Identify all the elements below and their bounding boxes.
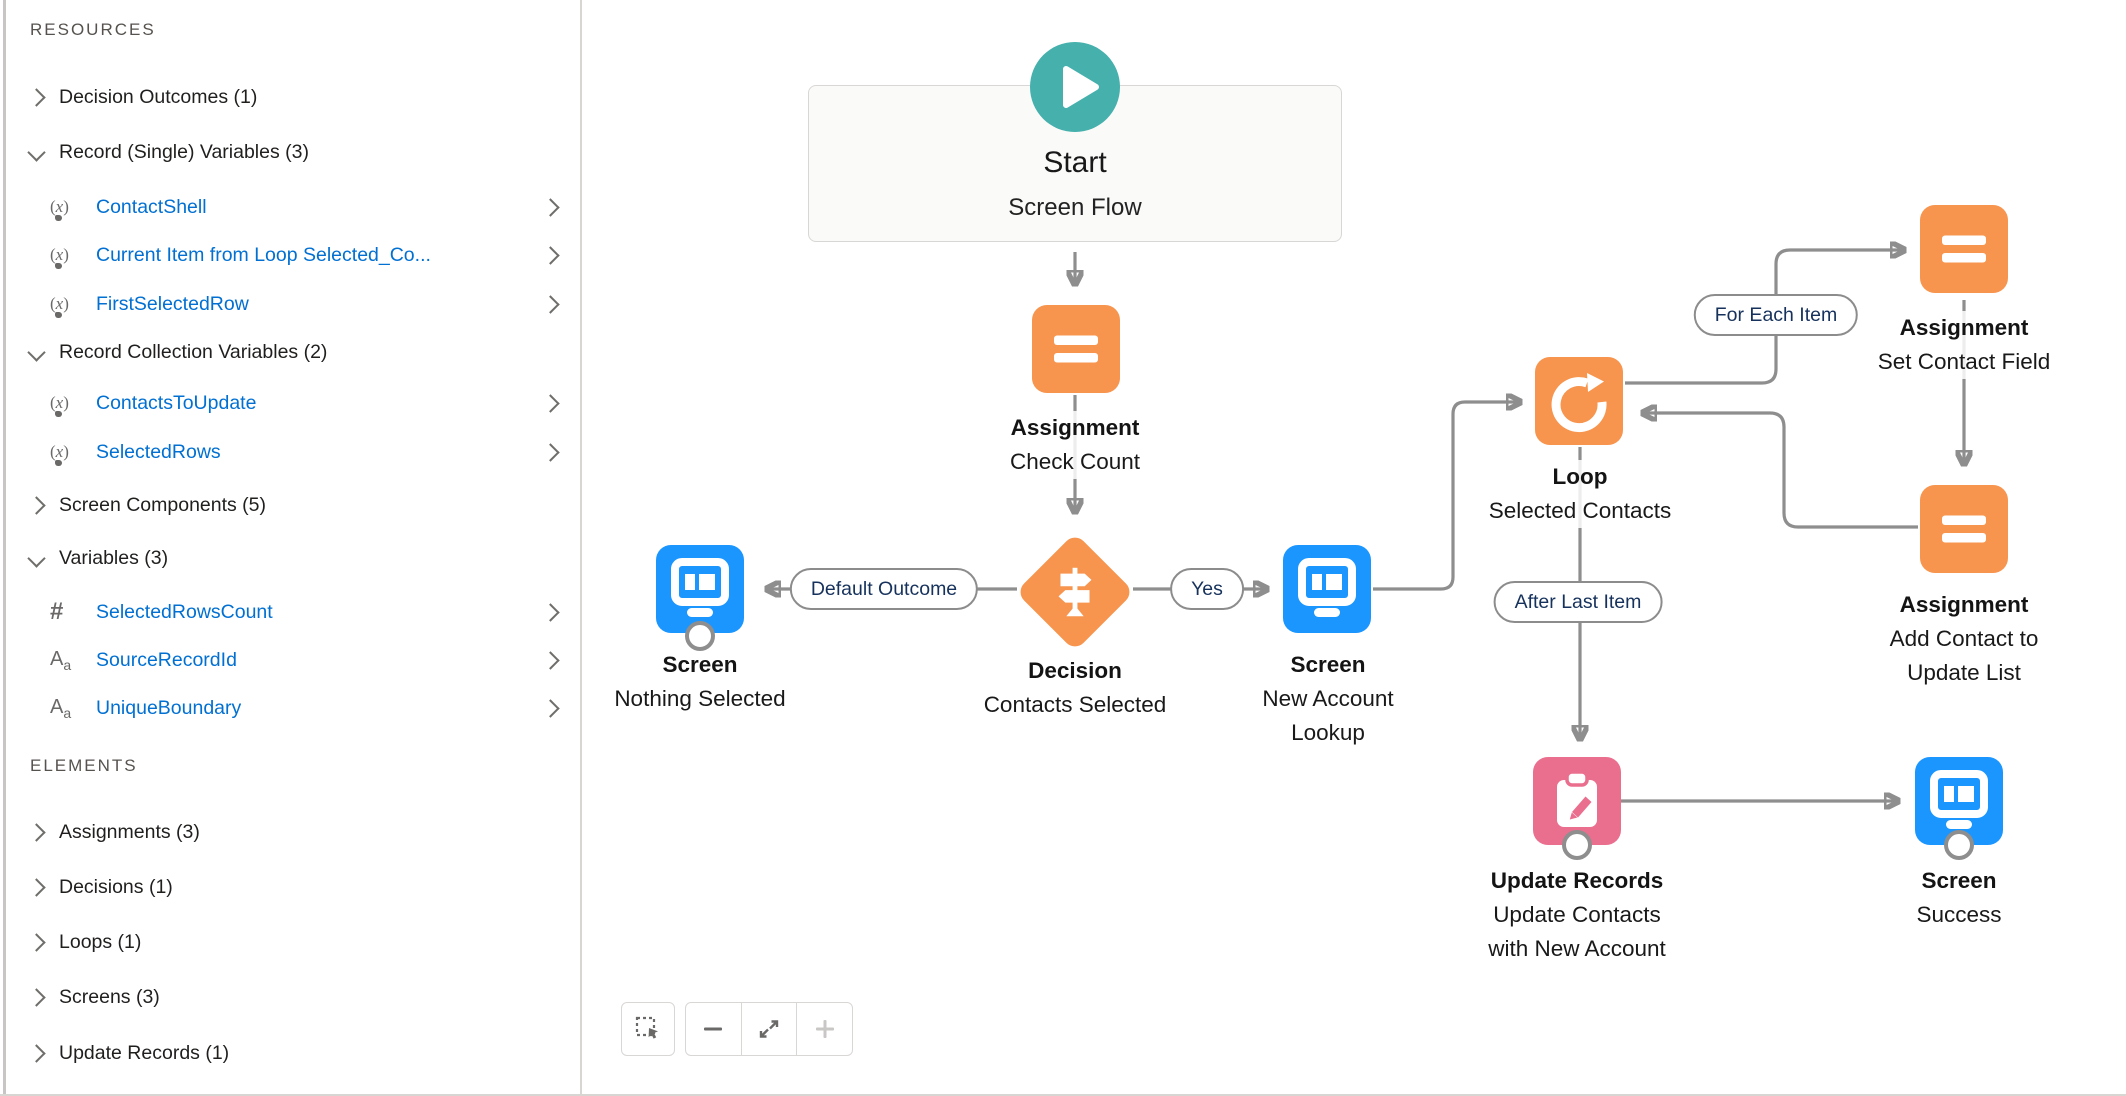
connector-end-circle[interactable] [1562,830,1592,860]
sidebar-item-contactshell[interactable]: (x) ContactShell [0,190,626,224]
node-label-nothing-selected: Screen Nothing Selected [591,648,809,716]
sidebar-group-loops[interactable]: Loops (1) [0,925,606,959]
node-screen-nothing-selected[interactable] [656,545,744,633]
connector-end-circle[interactable] [1944,830,1974,860]
node-label-check-count: Assignment Check Count [981,411,1169,479]
chevron-down-icon[interactable] [27,548,46,568]
sidebar-group-decisions[interactable]: Decisions (1) [0,870,606,904]
resources-header: RESOURCES [30,20,156,39]
plus-icon [815,1020,834,1038]
chevron-right-icon[interactable] [541,394,560,413]
screen-icon [671,558,729,617]
multi-select-button[interactable] [621,1002,675,1056]
record-variable-icon: (x) [50,197,86,221]
chevron-right-icon[interactable] [27,987,46,1007]
node-label-update-records: Update Records Update Contacts with New … [1473,864,1681,966]
assignment-icon [1054,335,1098,363]
chevron-right-icon[interactable] [541,198,560,217]
zoom-toolbar [685,1002,853,1056]
sidebar-item-selectedrowscount[interactable]: # SelectedRowsCount [0,595,626,629]
chevron-right-icon[interactable] [27,87,46,107]
assignment-icon [1942,515,1986,543]
zoom-to-fit-icon [759,1020,779,1038]
chevron-right-icon[interactable] [27,877,46,897]
chevron-down-icon[interactable] [27,142,46,162]
connector-label-after-last-item: After Last Item [1493,581,1663,623]
sidebar-group-screens[interactable]: Screens (3) [0,980,606,1014]
connector-lookup-to-loop [1373,402,1520,591]
chevron-down-icon[interactable] [27,342,46,362]
sidebar-group-record-single-variables[interactable]: Record (Single) Variables (3) [0,135,606,169]
node-decision-contacts-selected[interactable] [1015,532,1135,652]
chevron-right-icon[interactable] [541,699,560,718]
decision-icon [1058,567,1092,617]
record-variable-icon: (x) [50,393,86,417]
sidebar-scrollbar[interactable] [3,0,6,1094]
screen-icon [1930,770,1988,829]
node-loop-selected-contacts[interactable] [1535,357,1623,445]
node-label-add-contact: Assignment Add Contact to Update List [1865,588,2063,690]
sidebar-group-screen-components[interactable]: Screen Components (5) [0,488,606,522]
record-variable-icon: (x) [50,294,86,318]
zoom-out-button[interactable] [686,1003,741,1055]
node-label-set-contact-field: Assignment Set Contact Field [1855,311,2073,379]
node-screen-success[interactable] [1915,757,2003,845]
chevron-right-icon[interactable] [27,822,46,842]
sidebar-item-firstselectedrow[interactable]: (x) FirstSelectedRow [0,287,626,321]
chevron-right-icon[interactable] [541,443,560,462]
zoom-to-fit-button[interactable] [740,1003,797,1055]
chevron-right-icon[interactable] [27,495,46,515]
node-label-new-account-lookup: Screen New Account Lookup [1239,648,1417,750]
text-variable-icon: Aa [50,647,72,673]
node-label-loop: Loop Selected Contacts [1466,460,1694,528]
chevron-right-icon[interactable] [541,246,560,265]
multi-select-icon [635,1016,658,1039]
connector-end-circle[interactable] [685,621,715,651]
connector-label-yes: Yes [1170,568,1244,610]
sidebar-item-uniqueboundary[interactable]: Aa UniqueBoundary [0,691,626,725]
assignment-icon [1942,235,1986,263]
sidebar-group-update-records[interactable]: Update Records (1) [0,1036,606,1070]
chevron-right-icon[interactable] [541,295,560,314]
record-variable-icon: (x) [50,245,86,269]
text-variable-icon: Aa [50,695,72,721]
play-icon [1063,66,1099,108]
start-play-button[interactable] [1030,42,1120,132]
resources-panel: RESOURCES Decision Outcomes (1) Record (… [0,0,582,1094]
record-variable-icon: (x) [50,442,86,466]
sidebar-item-contactstoupdate[interactable]: (x) ContactsToUpdate [0,386,626,420]
screen-icon [1298,558,1356,617]
sidebar-item-selectedrows[interactable]: (x) SelectedRows [0,435,626,469]
chevron-right-icon[interactable] [541,651,560,670]
chevron-right-icon[interactable] [541,603,560,622]
node-assignment-check-count[interactable] [1032,305,1120,393]
update-records-icon [1557,770,1597,827]
minus-icon [704,1027,723,1031]
node-label-success: Screen Success [1875,864,2043,932]
node-label-decision: Decision Contacts Selected [956,654,1194,722]
sidebar-group-decision-outcomes[interactable]: Decision Outcomes (1) [0,80,606,114]
connector-add-contact-back-to-loop [1643,413,1918,529]
sidebar-group-record-collection-variables[interactable]: Record Collection Variables (2) [0,335,606,369]
number-variable-icon: # [50,598,64,625]
node-screen-new-account-lookup[interactable] [1283,545,1371,633]
zoom-in-button[interactable] [796,1003,852,1055]
loop-icon [1551,373,1607,433]
connector-label-default-outcome: Default Outcome [789,568,979,610]
sidebar-item-sourcerecordid[interactable]: Aa SourceRecordId [0,643,626,677]
chevron-right-icon[interactable] [27,1043,46,1063]
node-assignment-set-contact-field[interactable] [1920,205,2008,293]
elements-header: ELEMENTS [30,756,138,775]
start-subtitle: Screen Flow [1008,194,1142,221]
node-assignment-add-contact[interactable] [1920,485,2008,573]
start-title: Start [1043,146,1107,179]
chevron-right-icon[interactable] [27,932,46,952]
sidebar-group-variables[interactable]: Variables (3) [0,541,606,575]
sidebar-item-current-item-from-loop[interactable]: (x) Current Item from Loop Selected_Co..… [0,238,626,272]
sidebar-group-assignments[interactable]: Assignments (3) [0,815,606,849]
connector-label-for-each-item: For Each Item [1693,294,1859,336]
